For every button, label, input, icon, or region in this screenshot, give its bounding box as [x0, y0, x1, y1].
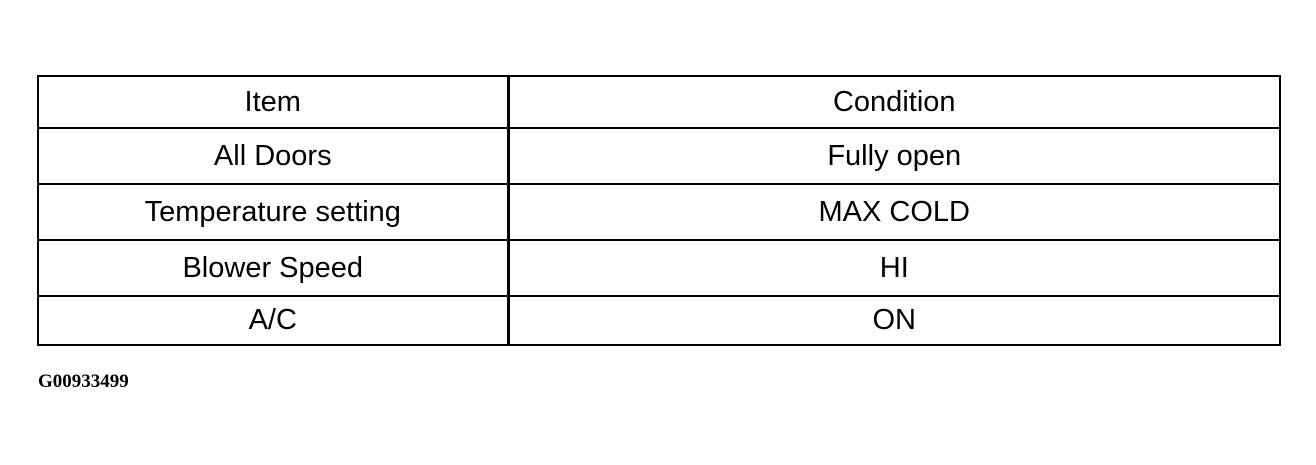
item-cell: All Doors — [37, 127, 510, 185]
column-header-condition: Condition — [507, 75, 1281, 129]
item-cell: Blower Speed — [37, 239, 510, 297]
condition-cell: HI — [507, 239, 1281, 297]
item-cell: A/C — [37, 295, 510, 346]
table-header-row: Item Condition — [37, 75, 1281, 129]
condition-cell: MAX COLD — [507, 183, 1281, 241]
condition-cell: Fully open — [507, 127, 1281, 185]
column-header-item: Item — [37, 75, 510, 129]
condition-table: Item Condition All Doors Fully open Temp… — [37, 75, 1281, 346]
table-row: Temperature setting MAX COLD — [37, 183, 1281, 241]
item-cell: Temperature setting — [37, 183, 510, 241]
condition-cell: ON — [507, 295, 1281, 346]
table-row: A/C ON — [37, 295, 1281, 346]
table-row: All Doors Fully open — [37, 127, 1281, 185]
figure-id-label: G00933499 — [38, 371, 129, 392]
table-row: Blower Speed HI — [37, 239, 1281, 297]
